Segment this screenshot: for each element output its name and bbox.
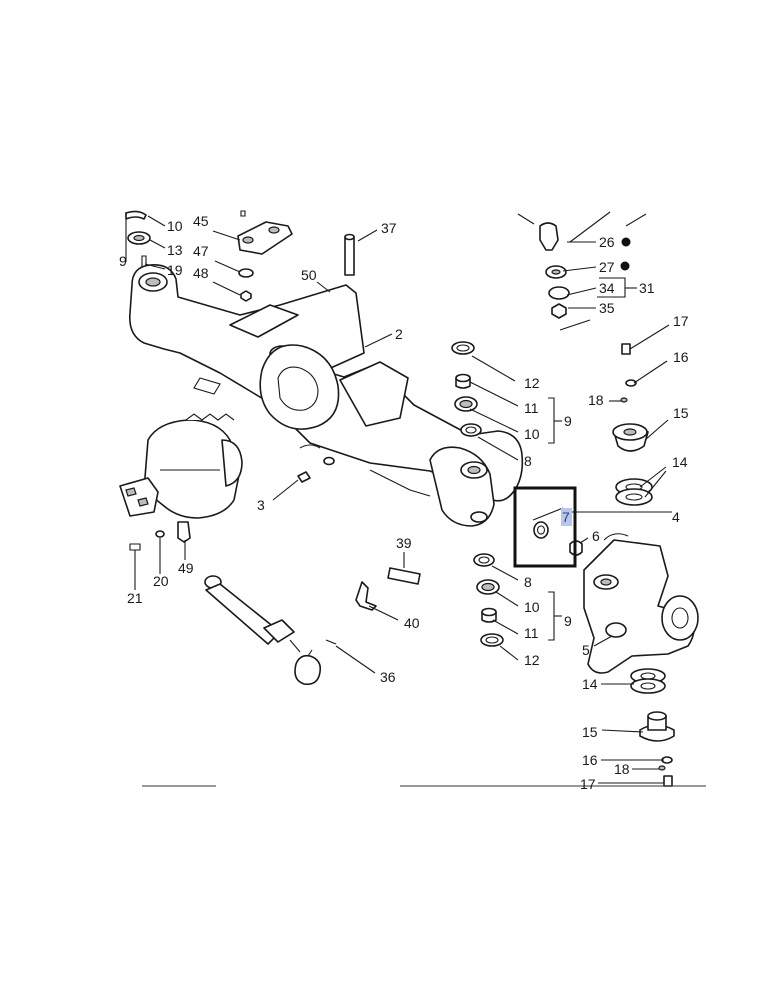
callout-11: 11 <box>524 400 539 416</box>
callout-6: 6 <box>592 528 600 544</box>
bolt-part-21 <box>129 543 141 551</box>
callout-37: 37 <box>381 220 397 236</box>
steering-cylinder <box>204 575 322 686</box>
callout-15: 15 <box>582 724 598 740</box>
plate-part-39 <box>387 567 421 585</box>
cap-part-15-bottom <box>639 711 675 742</box>
callout-20: 20 <box>153 573 169 589</box>
differential-assembly <box>119 413 243 519</box>
bolt-part-3 <box>297 471 311 483</box>
callout-31: 31 <box>639 280 655 296</box>
seal-part-7 <box>532 507 564 539</box>
leader-lines <box>134 215 672 784</box>
bracket-part-45 <box>237 210 293 255</box>
callout-10: 10 <box>524 599 540 615</box>
callout-39: 39 <box>396 535 412 551</box>
clip-part-49 <box>177 521 191 543</box>
shims-part-14-top <box>615 478 653 506</box>
callout-7: 7 <box>562 509 570 525</box>
callout-14: 14 <box>672 454 688 470</box>
callout-16: 16 <box>673 349 689 365</box>
shims-part-14-bottom <box>630 668 666 694</box>
callout-13: 13 <box>167 242 183 258</box>
callout-12: 12 <box>524 375 540 391</box>
callout-49: 49 <box>178 560 194 576</box>
callout-18: 18 <box>614 761 630 777</box>
callout-27: 27 <box>599 259 615 275</box>
bracket-part-40 <box>355 581 377 611</box>
callout-17: 17 <box>580 776 596 792</box>
callout-10: 10 <box>524 426 540 442</box>
callout-17: 17 <box>673 313 689 329</box>
callout-40: 40 <box>404 615 420 631</box>
callout-11: 11 <box>524 625 539 641</box>
callout-47: 47 <box>193 243 209 259</box>
callout-5: 5 <box>582 642 590 658</box>
highlight-box-part-7 <box>513 486 577 568</box>
callout-12: 12 <box>524 652 540 668</box>
washer-part-16-top <box>625 379 637 387</box>
callout-8: 8 <box>524 453 532 469</box>
callout-8: 8 <box>524 574 532 590</box>
bolt-part-17-top <box>621 343 631 355</box>
callout-14: 14 <box>582 676 598 692</box>
ring-part-18-bottom <box>658 765 666 771</box>
ring-part-18-top <box>620 397 628 403</box>
callout-48: 48 <box>193 265 209 281</box>
callout-9: 9 <box>564 413 572 429</box>
nut-part-48 <box>240 290 252 302</box>
callout-21: 21 <box>127 590 143 606</box>
callout-10: 10 <box>167 218 183 234</box>
callout-2: 2 <box>395 326 403 342</box>
callout-50: 50 <box>301 267 317 283</box>
callout-45: 45 <box>193 213 209 229</box>
callout-36: 36 <box>380 669 396 685</box>
callout-19: 19 <box>167 262 183 278</box>
callout-9: 9 <box>564 613 572 629</box>
callout-35: 35 <box>599 300 615 316</box>
highlight-selection-7 <box>561 508 572 526</box>
callout-4: 4 <box>672 509 680 525</box>
bolt-part-17-bottom <box>663 775 673 787</box>
top-left-washer-stack <box>125 210 151 269</box>
pin-part-37 <box>344 233 355 276</box>
bearing-stack-upper <box>451 341 482 437</box>
callout-labels: 10 45 37 13 9 19 47 48 50 2 26 27 34 31 … <box>119 213 689 792</box>
bearing-stack-lower <box>473 553 504 647</box>
callout-3: 3 <box>257 497 265 513</box>
cap-part-15-top <box>612 423 649 452</box>
axle-housing-part-2 <box>128 263 524 527</box>
callout-9: 9 <box>119 253 127 269</box>
dot-marker-26 <box>621 237 631 247</box>
callout-18: 18 <box>588 392 604 408</box>
washer-part-20 <box>155 530 165 538</box>
pin-part-36 <box>325 639 337 645</box>
callout-34: 34 <box>599 280 615 296</box>
callout-26: 26 <box>599 234 615 250</box>
washer-part-47 <box>238 268 254 278</box>
steering-knuckle-part-4 <box>583 533 699 674</box>
dot-marker-27 <box>620 261 630 271</box>
upper-kingpin-stack <box>517 211 647 331</box>
callout-15: 15 <box>673 405 689 421</box>
callout-16: 16 <box>582 752 598 768</box>
